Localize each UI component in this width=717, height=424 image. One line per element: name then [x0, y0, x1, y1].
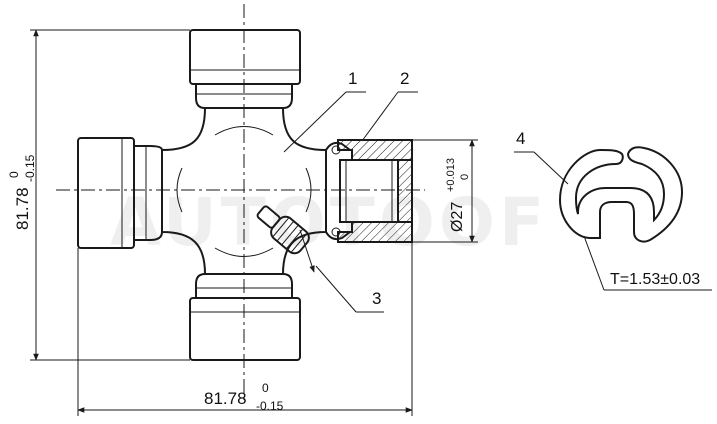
watermark-text: AUTOTOOF — [110, 184, 548, 261]
body-arc-top — [214, 126, 274, 136]
callout-3-label: 3 — [372, 289, 381, 308]
dim-dia-lower: 0 — [459, 174, 471, 180]
grease-fitting — [256, 205, 310, 255]
dim-diameter-label: Ø27 +0.013 0 — [445, 158, 471, 232]
thickness-leader — [583, 235, 605, 291]
right-cup-bore — [339, 159, 399, 223]
dim-dia-upper: +0.013 — [445, 158, 457, 192]
seal-thickness-label: T=1.53±0.03 — [610, 271, 700, 288]
body-arc-left — [176, 167, 183, 213]
body-arc-bottom — [214, 247, 274, 257]
dim-vert-lower: -0.15 — [23, 154, 37, 182]
seal-profile — [558, 146, 684, 243]
callout-2-label: 2 — [400, 69, 409, 88]
top-bearing-cup — [189, 29, 301, 85]
right-seal-top — [325, 141, 351, 151]
callout-4-label: 4 — [516, 129, 525, 148]
top-trunnion-neck — [195, 84, 293, 109]
callout-1-leader — [283, 91, 347, 153]
seal-ring-bottom — [331, 227, 341, 237]
dim-horiz-upper: 0 — [262, 381, 269, 395]
callout-4-leader — [533, 151, 569, 185]
seal-ring-top — [331, 145, 341, 155]
right-cup-section-end — [397, 159, 413, 223]
left-bearing-cup — [77, 137, 135, 249]
callout-3-leader — [315, 265, 357, 313]
bottom-bearing-cup — [189, 297, 301, 361]
dim-dia-nominal: Ø27 — [449, 202, 466, 232]
fitting-arrow — [299, 229, 315, 273]
dim-vert-nominal: 81.78 — [13, 187, 32, 230]
dim-vert-upper: 0 — [7, 171, 21, 178]
left-trunnion-neck — [134, 145, 163, 241]
body-arc-right — [305, 167, 312, 213]
right-seal-bottom — [325, 231, 351, 241]
dim-vertical-label: 81.78 0 -0.15 — [7, 154, 37, 230]
dim-horiz-nominal: 81.78 — [204, 389, 247, 408]
bottom-trunnion-neck — [195, 273, 293, 298]
callout-1-label: 1 — [348, 69, 357, 88]
dim-horiz-lower: -0.15 — [256, 399, 284, 413]
callout-2-leader — [361, 91, 399, 142]
